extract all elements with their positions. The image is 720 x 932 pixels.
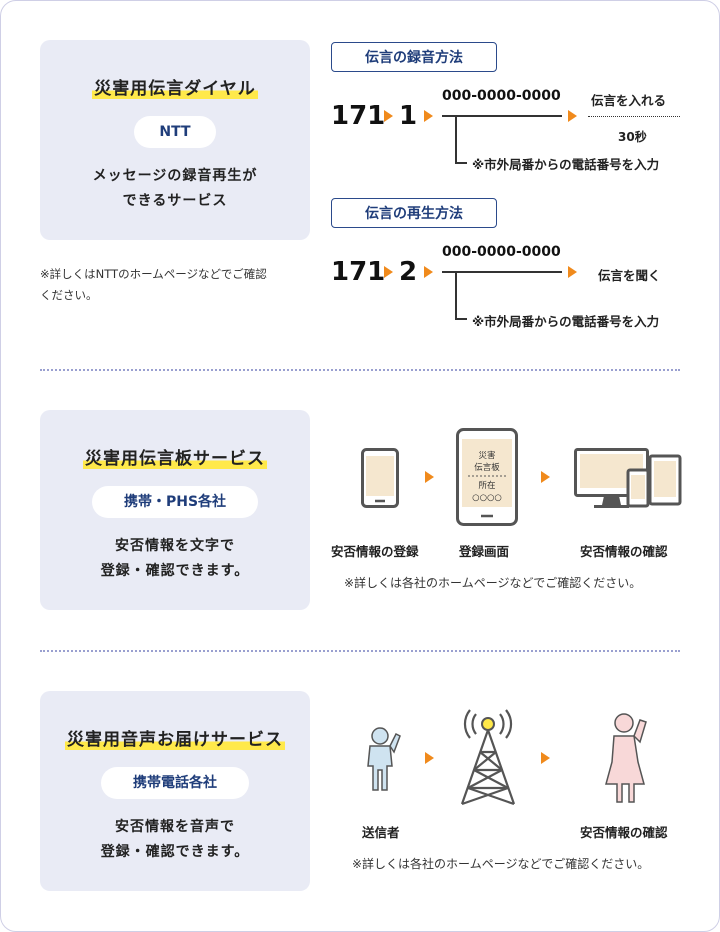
voice-service-description: 安否情報を音声で 登録・確認できます。 xyxy=(100,819,250,860)
play-area-code-note: ※市外局番からの電話番号を入力 xyxy=(472,314,660,329)
play-connector-line xyxy=(442,271,562,273)
dial-service-card: 災害用伝言ダイヤル NTT メッセージの録音再生が できるサービス xyxy=(40,40,310,240)
play-main-number: 171 xyxy=(331,257,386,287)
record-main-number: 171 xyxy=(331,101,386,131)
voice-provider-badge: 携帯電話各社 xyxy=(101,767,249,799)
record-connector-line xyxy=(442,115,562,117)
board-service-description: 安否情報を文字で 登録・確認できます。 xyxy=(100,538,250,579)
record-bracket-tick xyxy=(455,162,467,164)
dial-service-title: 災害用伝言ダイヤル xyxy=(92,79,258,99)
step-registration-screen: 登録画面 xyxy=(459,544,510,559)
dial-provider-badge: NTT xyxy=(134,116,216,148)
play-method-label: 伝言の再生方法 xyxy=(331,198,497,228)
dial-service-note: ※詳しくはNTTのホームページなどでご確認 ください。 xyxy=(40,267,267,302)
record-digit: 1 xyxy=(399,101,418,131)
arrow-right-icon xyxy=(384,266,393,278)
record-area-code-note: ※市外局番からの電話番号を入力 xyxy=(472,157,660,172)
step-confirm: 安否情報の確認 xyxy=(580,825,668,840)
radio-tower-icon xyxy=(460,709,516,806)
dial-service-description: メッセージの録音再生が できるサービス xyxy=(92,168,258,209)
board-provider-badge: 携帯・PHS各社 xyxy=(92,486,258,518)
record-bracket-line xyxy=(455,115,457,163)
board-service-note: ※詳しくは各社のホームページなどでご確認ください。 xyxy=(344,576,642,590)
arrow-right-icon xyxy=(424,110,433,122)
play-action: 伝言を聞く xyxy=(598,268,661,283)
section-divider xyxy=(40,369,680,371)
step-confirm: 安否情報の確認 xyxy=(580,544,668,559)
record-method-label: 伝言の録音方法 xyxy=(331,42,497,72)
arrow-right-icon xyxy=(384,110,393,122)
sender-person-icon xyxy=(367,727,401,791)
play-phone-number: 000-0000-0000 xyxy=(442,244,561,260)
board-service-card: 災害用伝言板サービス 携帯・PHS各社 安否情報を文字で 登録・確認できます。 xyxy=(40,410,310,610)
board-service-title: 災害用伝言板サービス xyxy=(83,449,267,469)
step-register: 安否情報の登録 xyxy=(331,544,419,559)
arrow-right-icon xyxy=(541,471,550,483)
registration-screen-content: 災害 伝言板 所在 ○○○○ xyxy=(472,451,502,503)
section-divider xyxy=(40,650,680,652)
devices-icon xyxy=(574,448,682,508)
arrow-right-icon xyxy=(424,266,433,278)
play-bracket-line xyxy=(455,271,457,319)
voice-service-card: 災害用音声お届けサービス 携帯電話各社 安否情報を音声で 登録・確認できます。 xyxy=(40,691,310,891)
arrow-right-icon xyxy=(568,110,577,122)
step-sender: 送信者 xyxy=(362,825,400,840)
record-dotted-line xyxy=(588,116,680,117)
record-action: 伝言を入れる xyxy=(591,93,667,108)
arrow-right-icon xyxy=(541,752,550,764)
arrow-right-icon xyxy=(425,471,434,483)
registration-screen-phone-icon xyxy=(456,428,518,526)
arrow-right-icon xyxy=(425,752,434,764)
record-time-limit: 30秒 xyxy=(618,130,647,144)
receiver-person-icon xyxy=(605,713,647,803)
voice-service-note: ※詳しくは各社のホームページなどでご確認ください。 xyxy=(352,857,650,871)
play-bracket-tick xyxy=(455,318,467,320)
voice-service-title: 災害用音声お届けサービス xyxy=(65,730,285,750)
smartphone-icon xyxy=(361,448,399,508)
record-phone-number: 000-0000-0000 xyxy=(442,88,561,104)
arrow-right-icon xyxy=(568,266,577,278)
play-digit: 2 xyxy=(399,257,418,287)
